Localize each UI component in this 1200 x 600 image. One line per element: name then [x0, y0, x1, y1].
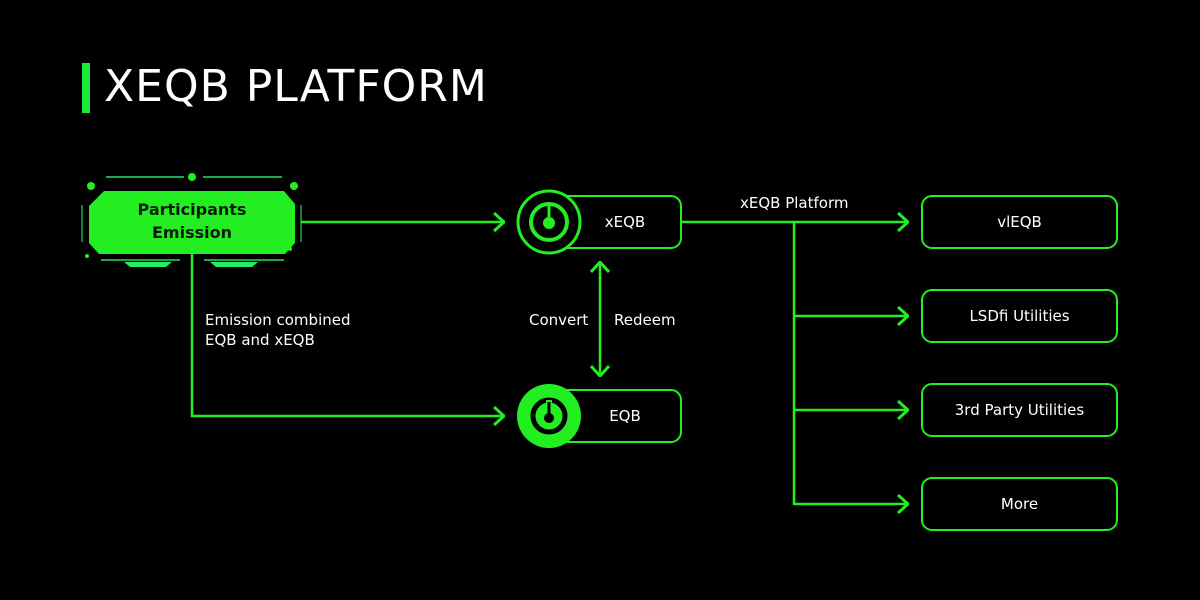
edge-emission-to-eqb — [190, 254, 504, 416]
participants-label: Participants — [137, 200, 247, 219]
lsdfi-node[interactable] — [921, 289, 1118, 343]
emission-label: Emission — [152, 223, 232, 242]
xeqb-platform-label: xEQB Platform — [740, 194, 849, 212]
redeem-label: Redeem — [614, 311, 676, 329]
xeqb-node[interactable] — [516, 189, 682, 255]
convert-label: Convert — [529, 311, 589, 329]
xeqb-label: xEQB — [604, 213, 646, 231]
more-label: More — [1000, 495, 1039, 513]
emission-line1: Emission combined — [205, 311, 351, 329]
vleqb-label: vlEQB — [997, 213, 1042, 231]
lsdfi-label: LSDfi Utilities — [969, 307, 1070, 325]
title-accent-bar — [82, 63, 90, 113]
power-icon — [529, 202, 569, 242]
participants-emission-node[interactable] — [81, 173, 302, 267]
participants-emission-label: Participants Emission — [92, 198, 292, 244]
more-node[interactable] — [921, 477, 1118, 531]
emission-combined-label: Emission combined EQB and xEQB — [205, 310, 351, 350]
emission-line2: EQB and xEQB — [205, 331, 315, 349]
page-title: XEQB PLATFORM — [104, 61, 488, 112]
vleqb-node[interactable] — [921, 195, 1118, 249]
eqb-label: EQB — [609, 407, 641, 425]
third-party-label: 3rd Party Utilities — [954, 401, 1085, 419]
third-party-node[interactable] — [921, 383, 1118, 437]
eqb-node[interactable] — [517, 384, 682, 448]
power-icon — [530, 397, 568, 435]
